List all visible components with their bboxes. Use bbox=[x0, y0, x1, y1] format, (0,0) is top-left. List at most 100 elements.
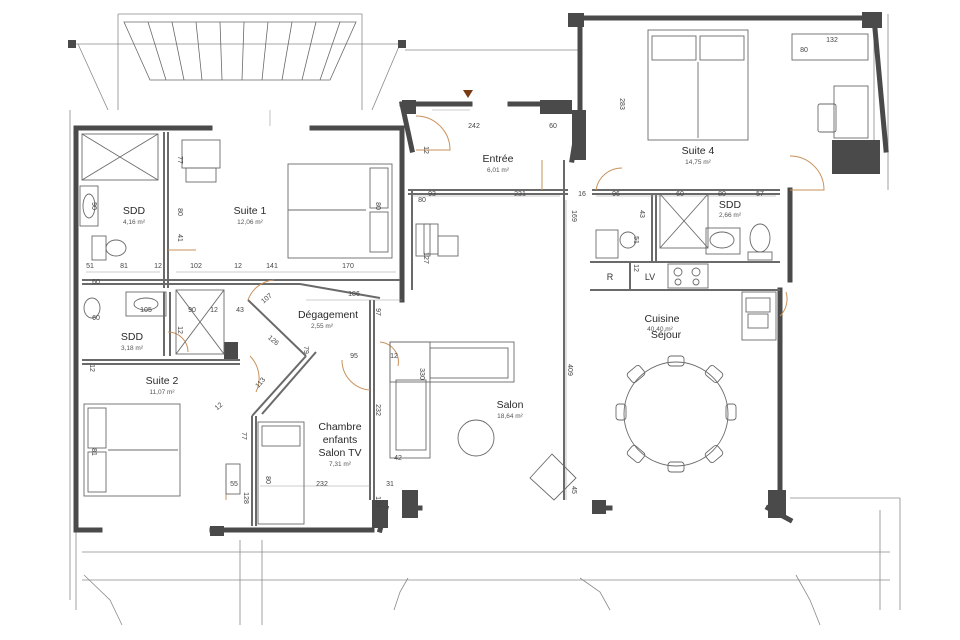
dimension-label: 31 bbox=[386, 481, 394, 488]
dimension-label: 16 bbox=[578, 191, 586, 198]
dimension-label: 80 bbox=[800, 47, 808, 54]
wall-piers bbox=[68, 12, 882, 536]
fixture-labels: R LV bbox=[607, 272, 655, 282]
room-name-salon-tv: Salon TV bbox=[319, 447, 362, 459]
exterior-lines bbox=[69, 13, 901, 626]
dimension-label: 12 bbox=[214, 402, 225, 412]
room-area-sdd-1: 4,16 m² bbox=[123, 219, 146, 226]
partitions bbox=[82, 132, 780, 526]
dimension-label: 126 bbox=[266, 334, 280, 347]
dimension-labels: 242 60 132 80 283 12 93 231 16 96 60 80 … bbox=[86, 37, 838, 508]
room-name-sdd-4: SDD bbox=[719, 199, 742, 211]
dimension-label: 60 bbox=[549, 123, 557, 130]
dimension-label: 12 bbox=[422, 146, 429, 154]
dimension-label: 12 bbox=[154, 263, 162, 270]
dimension-label: 113 bbox=[255, 376, 268, 389]
room-name-enfants: enfants bbox=[323, 434, 357, 446]
dimension-label: 96 bbox=[612, 191, 620, 198]
fridge-label: R bbox=[607, 272, 614, 282]
room-name-sejour: Séjour bbox=[651, 329, 682, 341]
room-name-sdd-1: SDD bbox=[123, 205, 146, 217]
dimension-label: 170 bbox=[342, 263, 354, 270]
dimension-label: 12 bbox=[390, 353, 398, 360]
dimension-label: 102 bbox=[190, 263, 202, 270]
furniture bbox=[79, 29, 869, 525]
dimension-label: 409 bbox=[566, 364, 573, 376]
dimension-label: 43 bbox=[638, 210, 645, 218]
dimension-label: 77 bbox=[240, 432, 247, 440]
room-area-suite-1: 12,06 m² bbox=[237, 219, 263, 226]
room-area-sdd-2: 3,18 m² bbox=[121, 345, 144, 352]
dimension-label: 57 bbox=[756, 191, 764, 198]
dimension-label: 60 bbox=[676, 191, 684, 198]
room-area-cuisine: 40,40 m² bbox=[647, 326, 673, 333]
walls bbox=[73, 15, 889, 534]
dimension-label: 330 bbox=[418, 368, 425, 380]
dimension-label: 41 bbox=[176, 234, 183, 242]
entrance-marker-icon bbox=[463, 90, 473, 98]
room-labels: Entrée 6,01 m² Suite 4 14,75 m² Suite 1 … bbox=[121, 145, 742, 468]
dimension-label: 12 bbox=[88, 364, 95, 372]
dimension-label: 128 bbox=[242, 492, 249, 504]
dimension-label: 95 bbox=[350, 353, 358, 360]
dimension-label: 97 bbox=[374, 308, 381, 316]
dimension-label: 42 bbox=[394, 455, 402, 462]
dimension-label: 43 bbox=[236, 307, 244, 314]
room-area-salon: 18,64 m² bbox=[497, 413, 523, 420]
dimension-label: 90 bbox=[90, 202, 97, 210]
dimension-label: 232 bbox=[374, 404, 381, 416]
dimension-label: 80 bbox=[264, 476, 271, 484]
room-area-suite-2: 11,07 m² bbox=[149, 389, 175, 396]
dimension-label: 93 bbox=[428, 191, 436, 198]
dimension-label: 186 bbox=[348, 291, 360, 298]
dimension-label: 55 bbox=[230, 481, 238, 488]
dimension-label: 169 bbox=[570, 210, 577, 222]
room-area-entree: 6,01 m² bbox=[487, 167, 510, 174]
dimension-lines bbox=[86, 109, 776, 500]
dimension-label: 232 bbox=[316, 481, 328, 488]
dimension-label: 107 bbox=[260, 292, 274, 305]
room-area-suite-4: 14,75 m² bbox=[685, 159, 711, 166]
dimension-label: 51 bbox=[86, 263, 94, 270]
dimension-label: 80 bbox=[374, 202, 381, 210]
room-name-suite-2: Suite 2 bbox=[146, 375, 179, 387]
dimension-label: 132 bbox=[826, 37, 838, 44]
dimension-label: 60 bbox=[92, 315, 100, 322]
dimension-label: 12 bbox=[234, 263, 242, 270]
dimension-label: 105 bbox=[140, 307, 152, 314]
room-name-chambre: Chambre bbox=[318, 421, 361, 433]
dimension-label: 283 bbox=[618, 98, 625, 110]
dimension-label: 12 bbox=[632, 264, 639, 272]
room-name-degagement: Dégagement bbox=[298, 309, 358, 321]
room-area-degagement: 2,55 m² bbox=[311, 323, 334, 330]
dimension-label: 45 bbox=[570, 486, 577, 494]
dimension-label: 79 bbox=[302, 346, 309, 354]
dimension-label: 12 bbox=[210, 307, 218, 314]
room-name-suite-1: Suite 1 bbox=[234, 205, 267, 217]
room-name-entree: Entrée bbox=[483, 153, 514, 165]
dimension-label: 81 bbox=[120, 263, 128, 270]
room-name-suite-4: Suite 4 bbox=[682, 145, 715, 157]
dimension-label: 231 bbox=[514, 191, 526, 198]
room-area-chambre: 7,31 m² bbox=[329, 461, 352, 468]
dimension-label: 90 bbox=[188, 307, 196, 314]
dimension-label: 80 bbox=[418, 197, 426, 204]
dimension-label: 141 bbox=[266, 263, 278, 270]
dimension-label: 77 bbox=[176, 156, 183, 164]
dimension-label: 107 bbox=[374, 496, 381, 508]
room-name-sdd-2: SDD bbox=[121, 331, 144, 343]
dimension-label: 51 bbox=[632, 236, 639, 244]
dimension-label: 127 bbox=[422, 252, 429, 264]
dishwasher-label: LV bbox=[645, 272, 655, 282]
dimension-label: 60 bbox=[92, 279, 100, 286]
room-area-sdd-4: 2,66 m² bbox=[719, 212, 742, 219]
dimension-label: 12 bbox=[176, 326, 183, 334]
room-name-cuisine: Cuisine bbox=[644, 313, 679, 325]
balcony-grid bbox=[123, 21, 357, 81]
dimension-label: 242 bbox=[468, 123, 480, 130]
dimension-label: 81 bbox=[90, 448, 97, 456]
room-name-salon: Salon bbox=[497, 399, 524, 411]
dimension-label: 80 bbox=[176, 208, 183, 216]
dimension-label: 80 bbox=[718, 191, 726, 198]
